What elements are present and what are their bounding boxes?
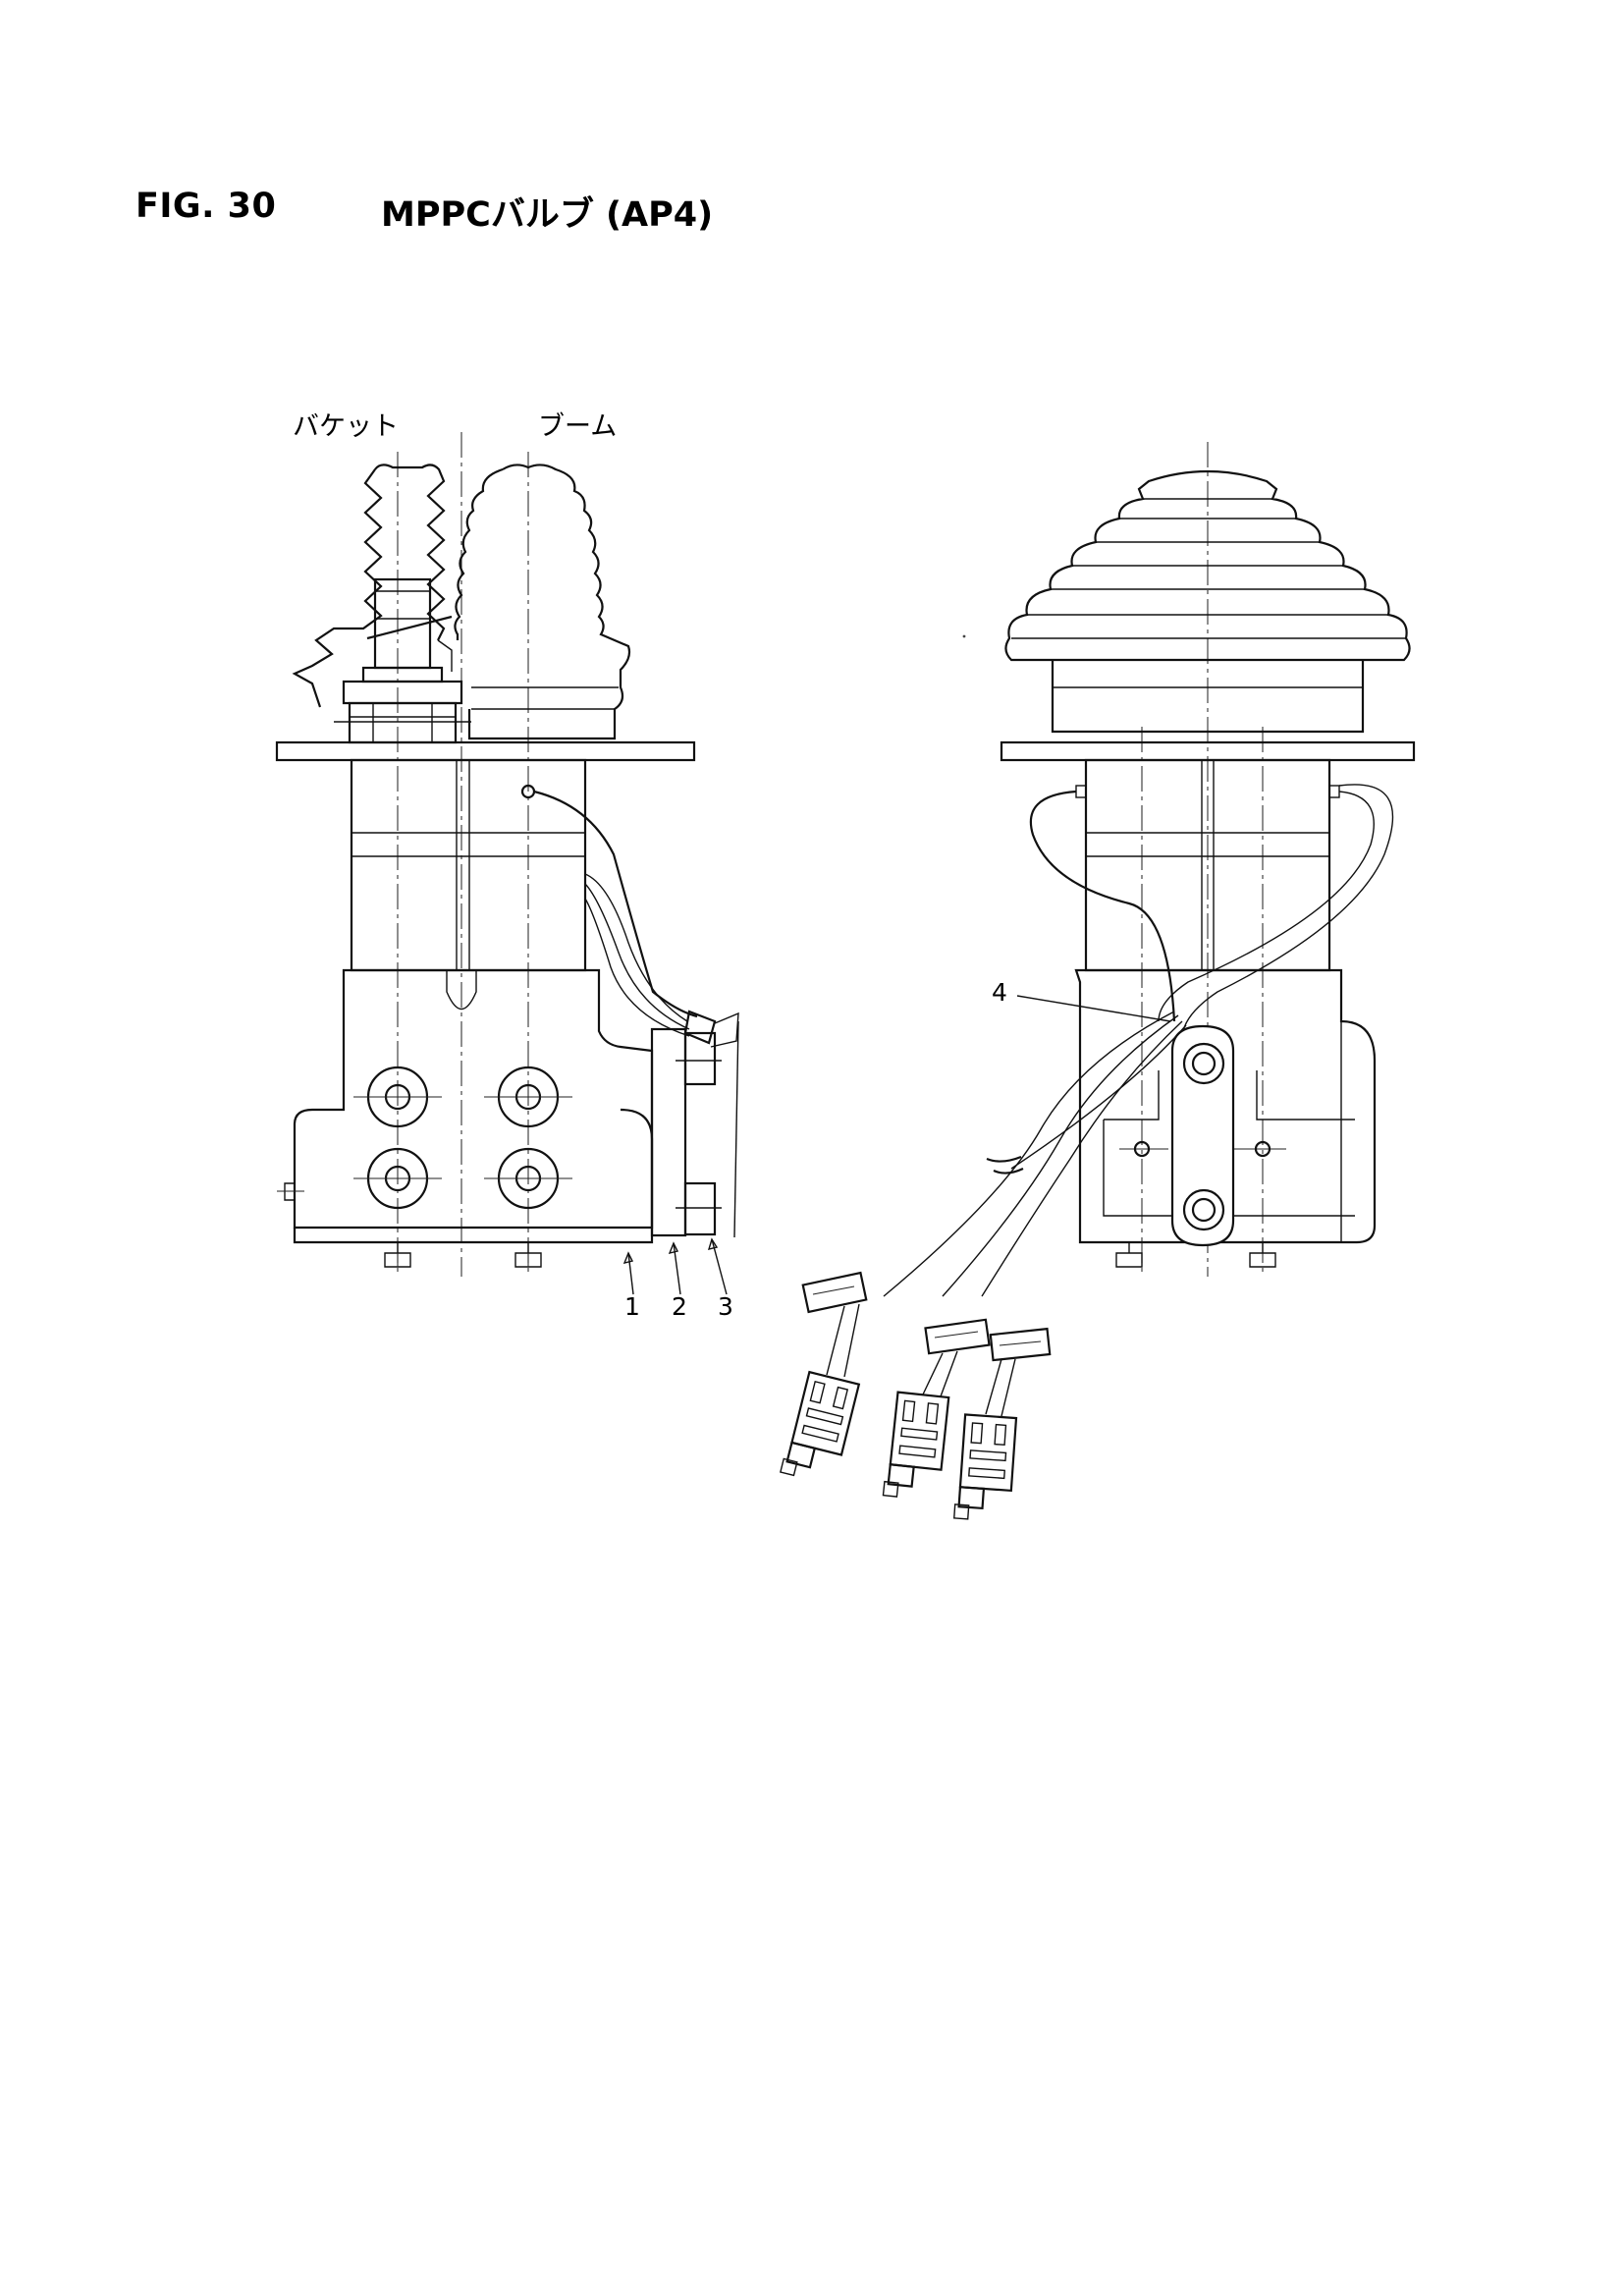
right-valve-body <box>1074 968 1377 1268</box>
boom-bellows <box>454 464 631 740</box>
bucket-bellows <box>292 464 453 708</box>
wire-connectors <box>780 1303 1018 1520</box>
figure-title: MPPCバルブ (AP4) <box>381 195 714 235</box>
figure-number: FIG. 30 <box>135 187 277 226</box>
wire-tags <box>801 1271 1052 1362</box>
right-bellows <box>1004 469 1411 734</box>
left-mount-plate <box>275 740 696 762</box>
right-valve-view <box>780 442 1416 1520</box>
boom-label: ブーム <box>538 411 618 442</box>
callout-4: 4 <box>992 978 1007 1007</box>
leader-4 <box>1016 995 1171 1022</box>
left-upper-body <box>350 758 587 972</box>
stray-mark <box>962 634 966 638</box>
callout-3: 3 <box>718 1292 733 1321</box>
left-valve-view <box>275 432 739 1295</box>
left-valve-body <box>277 968 722 1268</box>
callout-1: 1 <box>624 1292 640 1321</box>
right-wire-harness <box>883 784 1394 1297</box>
left-wire-harness <box>533 790 739 1238</box>
callout-2: 2 <box>672 1292 687 1321</box>
bucket-label: バケット <box>293 411 399 442</box>
leader-1 <box>627 1252 634 1295</box>
bucket-plunger <box>334 577 471 744</box>
